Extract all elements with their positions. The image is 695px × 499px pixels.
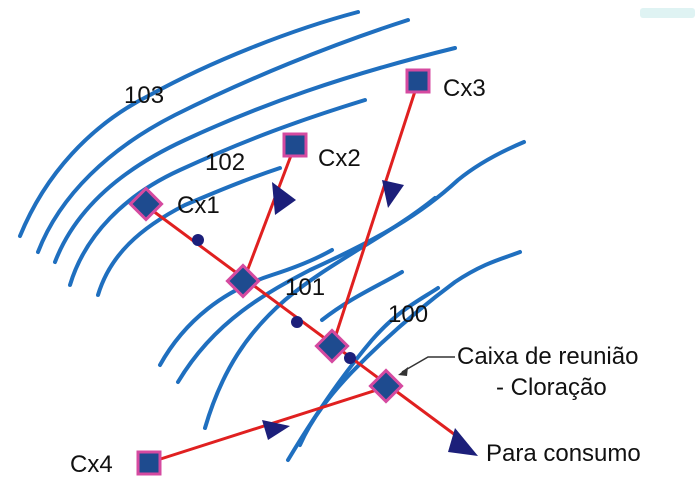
annotation-pointer bbox=[401, 356, 455, 373]
box-caixa-reuniao bbox=[368, 368, 404, 404]
box-label-cx2: Cx2 bbox=[318, 145, 361, 172]
contour-line bbox=[18, 10, 360, 238]
contour-label-103: 103 bbox=[124, 82, 164, 109]
contour-line bbox=[203, 196, 437, 430]
pipe-cx3 bbox=[330, 81, 420, 348]
box-label-cx3: Cx3 bbox=[443, 75, 486, 102]
contour-line bbox=[158, 248, 334, 367]
box-cx4 bbox=[136, 450, 162, 476]
contour-line bbox=[36, 18, 410, 254]
contour-line bbox=[320, 270, 404, 322]
pipe-cx2 bbox=[241, 144, 297, 283]
arrow-cx3-icon bbox=[382, 180, 404, 208]
contour-label-100: 100 bbox=[388, 301, 428, 328]
flow-arrows bbox=[262, 180, 478, 456]
arrow-cx4-icon bbox=[262, 420, 290, 440]
contour-lines-outer bbox=[18, 10, 457, 297]
outlet-label: Para consumo bbox=[486, 440, 641, 467]
arrow-outlet-icon bbox=[448, 428, 478, 456]
annotation-line-2: - Cloração bbox=[496, 374, 607, 401]
contour-line bbox=[96, 166, 282, 297]
contour-label-101: 101 bbox=[285, 274, 325, 301]
contour-line bbox=[53, 46, 457, 264]
corner-decoration bbox=[640, 8, 695, 18]
contour-line bbox=[68, 98, 367, 287]
box-label-cx4: Cx4 bbox=[70, 451, 113, 478]
junction-dots bbox=[192, 234, 356, 364]
annotation-line-1: Caixa de reunião bbox=[457, 343, 638, 370]
box-label-cx1: Cx1 bbox=[177, 192, 220, 219]
contour-label-102: 102 bbox=[205, 149, 245, 176]
box-junction-2 bbox=[314, 328, 350, 364]
contour-lines-inner bbox=[158, 140, 526, 462]
junction-dot bbox=[192, 234, 204, 246]
arrow-cx2-icon bbox=[272, 182, 296, 215]
inspection-boxes bbox=[128, 68, 431, 476]
annotation-pointer-tip-icon bbox=[398, 367, 408, 376]
box-cx1 bbox=[128, 186, 164, 222]
box-cx2 bbox=[282, 132, 308, 158]
junction-dot bbox=[344, 352, 356, 364]
box-cx3 bbox=[405, 68, 431, 94]
box-junction-1 bbox=[225, 263, 261, 299]
junction-dot bbox=[291, 316, 303, 328]
